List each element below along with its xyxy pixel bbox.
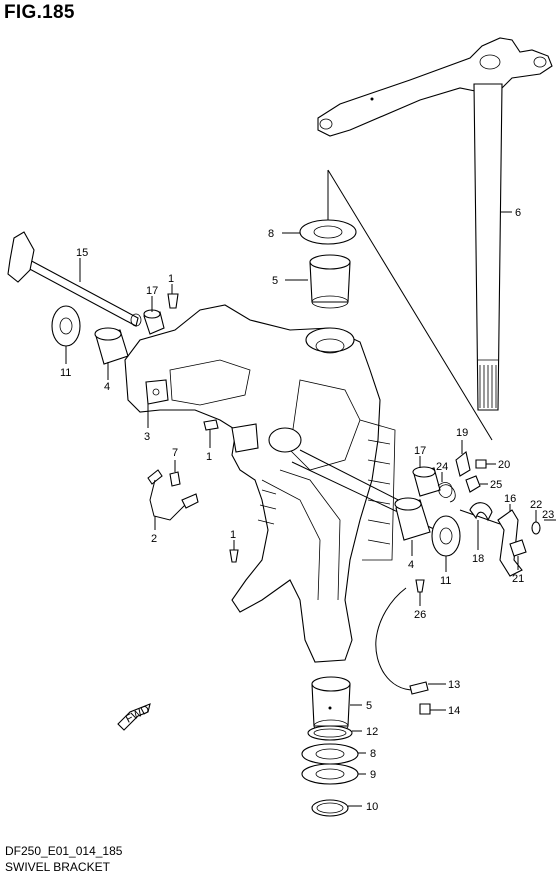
callout-17: 17 (146, 285, 158, 297)
bolt-20 (475, 459, 487, 469)
bolt-1-bottom (229, 549, 239, 563)
callout-10: 10 (366, 801, 378, 813)
bushing-5-top (309, 254, 351, 309)
bushing-5-bottom (311, 676, 351, 733)
washer-8-bottom (301, 743, 359, 765)
washer-8-top (299, 219, 357, 245)
callout-4: 4 (104, 381, 110, 393)
spring-24 (437, 482, 456, 503)
callout-6: 6 (515, 207, 521, 219)
lever-18 (469, 502, 493, 522)
diagram-name: SWIVEL BRACKET (5, 860, 110, 874)
steering-shaft (473, 83, 503, 411)
washer-11-right (431, 515, 461, 557)
ring-12 (307, 725, 353, 741)
fitting-25 (465, 475, 481, 493)
circlip-10 (311, 799, 349, 817)
swivel-bracket-body (124, 304, 396, 663)
callout-9: 9 (370, 769, 376, 781)
callout-5: 5 (366, 700, 372, 712)
callout-1: 1 (206, 451, 212, 463)
bolt-1-middle (203, 419, 219, 431)
callout-19: 19 (456, 427, 468, 439)
bushing-4-left (94, 327, 129, 365)
callout-25: 25 (490, 479, 502, 491)
ground-lead-2 (147, 469, 199, 521)
bracket-16 (497, 509, 523, 577)
steering-arm (317, 37, 553, 137)
callout-23: 23 (542, 509, 554, 521)
callout-4: 4 (408, 559, 414, 571)
callout-3: 3 (144, 431, 150, 443)
bolt-7 (169, 471, 181, 487)
diagram-code: DF250_E01_014_185 (5, 844, 123, 858)
callout-18: 18 (472, 553, 484, 565)
bushing-17-right (412, 466, 441, 497)
callout-labels: 15 1 17 11 4 3 7 1 2 1 8 5 6 19 20 17 24… (60, 207, 554, 813)
bolt-26 (415, 579, 425, 593)
callout-15: 15 (76, 247, 88, 259)
figure-title: FIG.185 (4, 2, 75, 23)
callout-16: 16 (504, 493, 516, 505)
callout-17: 17 (414, 445, 426, 457)
washer-11-left (51, 305, 81, 347)
fwd-arrow: FWD (117, 703, 152, 731)
callout-20: 20 (498, 459, 510, 471)
callout-14: 14 (448, 705, 460, 717)
bushing-4-right (394, 497, 431, 541)
callout-24: 24 (436, 461, 448, 473)
thru-tube-15 (7, 231, 142, 327)
callout-11: 11 (60, 367, 71, 379)
callout-12: 12 (366, 726, 378, 738)
callout-1: 1 (168, 273, 174, 285)
callout-8: 8 (268, 228, 274, 240)
ground-lead-13 (375, 587, 429, 695)
callout-1: 1 (230, 529, 236, 541)
bolt-14 (419, 703, 431, 715)
callout-5: 5 (272, 275, 278, 287)
bushing-17-left (143, 309, 165, 335)
bolt-1-top (167, 284, 179, 309)
fwd-label: FWD (124, 703, 152, 725)
nut-21 (509, 539, 527, 557)
callout-8: 8 (370, 748, 376, 760)
callout-11: 11 (440, 575, 451, 587)
callout-2: 2 (151, 533, 157, 545)
callout-21: 21 (512, 573, 524, 585)
callout-26: 26 (414, 609, 426, 621)
callout-7: 7 (172, 447, 178, 459)
callout-13: 13 (448, 679, 460, 691)
clip-19 (455, 451, 471, 477)
callout-22: 22 (530, 499, 542, 511)
washer-22 (531, 521, 541, 535)
washer-9 (301, 763, 359, 785)
